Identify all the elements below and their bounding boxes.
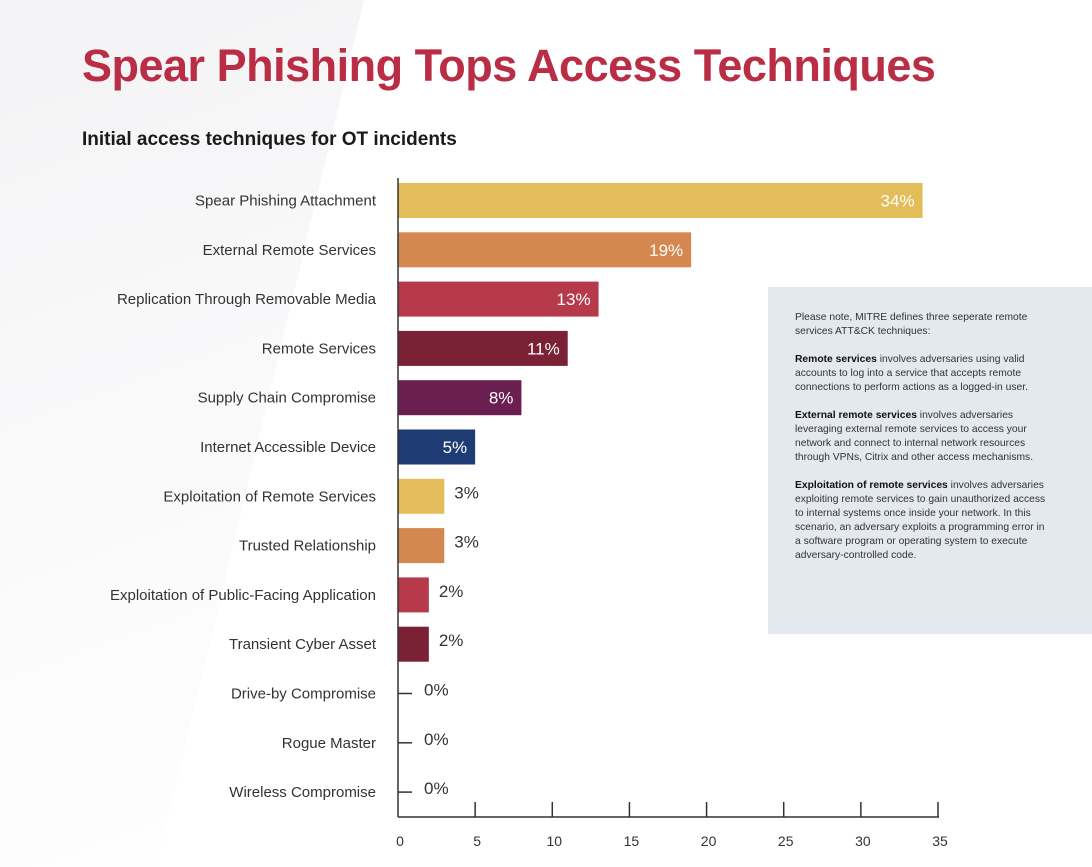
bar: [398, 528, 445, 564]
note-item: External remote services involves advers…: [795, 409, 1052, 465]
x-tick-label: 20: [701, 833, 717, 849]
data-label: 11%: [527, 339, 560, 358]
data-label: 0%: [424, 681, 449, 700]
note-text: involves adversaries exploiting remote s…: [795, 480, 1046, 561]
category-label: Wireless Compromise: [229, 784, 376, 801]
bar: [398, 281, 599, 317]
note-text: involves adversaries leveraging external…: [795, 410, 1034, 463]
data-label: 3%: [454, 483, 479, 502]
x-tick-label: 5: [473, 833, 481, 849]
bar: [398, 478, 445, 514]
data-label: 0%: [424, 779, 449, 798]
note-box: Please note, MITRE defines three seperat…: [768, 287, 1092, 634]
x-tick-label: 0: [396, 833, 404, 849]
data-label: 2%: [439, 582, 464, 601]
category-label: Transient Cyber Asset: [229, 636, 377, 653]
x-tick-label: 10: [546, 833, 562, 849]
note-intro: Please note, MITRE defines three seperat…: [795, 312, 1028, 337]
x-tick-label: 30: [855, 833, 871, 849]
x-tick-label: 25: [778, 833, 794, 849]
note-term: Remote services: [795, 354, 877, 365]
note-term: External remote services: [795, 410, 917, 421]
data-label: 3%: [454, 533, 479, 552]
data-label: 8%: [489, 389, 514, 408]
bar: [398, 626, 429, 662]
note-text: involves adversaries using valid account…: [795, 354, 1028, 393]
note-item: Exploitation of remote services involves…: [795, 479, 1052, 563]
page-title: Spear Phishing Tops Access Techniques: [82, 40, 936, 91]
note-term: Exploitation of remote services: [795, 480, 948, 491]
category-label: Supply Chain Compromise: [198, 390, 376, 407]
category-label: Drive-by Compromise: [231, 686, 376, 703]
category-label: Remote Services: [262, 340, 376, 357]
bar: [398, 330, 568, 366]
category-label: Replication Through Removable Media: [117, 291, 377, 308]
note-item: Remote services involves adversaries usi…: [795, 353, 1052, 395]
bar: [398, 380, 522, 416]
data-label: 34%: [881, 192, 915, 211]
data-label: 2%: [439, 631, 464, 650]
category-label: Trusted Relationship: [239, 538, 376, 555]
bar: [398, 183, 923, 218]
data-label: 19%: [649, 241, 683, 260]
x-tick-label: 15: [624, 833, 640, 849]
chart-subtitle: Initial access techniques for OT inciden…: [82, 129, 457, 150]
bar: [398, 232, 692, 268]
category-label: Rogue Master: [282, 735, 376, 752]
bar: [398, 429, 476, 465]
category-label: External Remote Services: [203, 242, 376, 259]
category-label: Spear Phishing Attachment: [195, 193, 377, 210]
x-tick-label: 35: [932, 833, 948, 849]
category-label: Internet Accessible Device: [200, 439, 376, 456]
category-label: Exploitation of Public-Facing Applicatio…: [110, 587, 376, 604]
category-label: Exploitation of Remote Services: [163, 488, 376, 505]
bar: [398, 577, 429, 613]
data-label: 0%: [424, 730, 449, 749]
data-label: 5%: [443, 438, 468, 457]
data-label: 13%: [557, 290, 591, 309]
